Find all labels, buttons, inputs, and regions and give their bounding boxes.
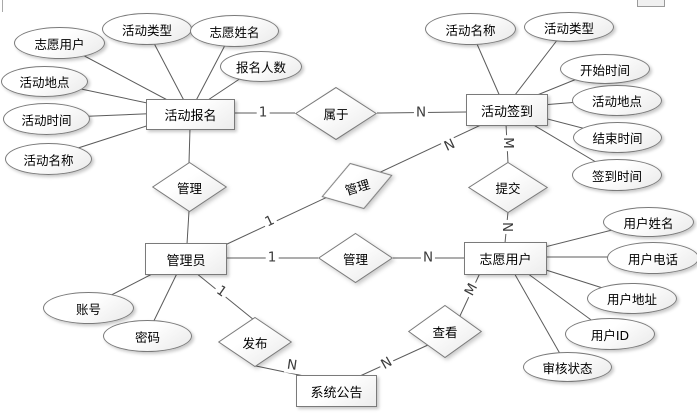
relationship-belong: 属于 (295, 87, 377, 140)
relationship-label: 发布 (242, 335, 268, 351)
relationship-label: 查看 (432, 325, 458, 340)
attribute-label: 用户姓名 (623, 215, 674, 231)
connector-line (255, 365, 305, 377)
diamond-shape (152, 162, 227, 212)
attribute-label: 志愿用户 (34, 36, 85, 52)
attribute-label: 用户电话 (627, 251, 678, 267)
cardinality-belong-checkin: N (413, 104, 429, 121)
attribute-chk-end-time: 结束时间 (573, 122, 662, 153)
attribute-chk-activity-name: 活动名称 (425, 13, 516, 45)
attribute-label: 活动类型 (121, 22, 172, 38)
attribute-label: 账号 (75, 301, 101, 317)
relationship-view: 查看 (408, 305, 482, 358)
attribute-chk-activity-type: 活动类型 (524, 12, 614, 42)
cardinality-submit-volunteer: N (498, 219, 515, 235)
entity-system-announcement: 系统公告 (296, 375, 377, 407)
clipped-shape-fragment (637, 0, 665, 7)
entity-volunteer-user: 志愿用户 (464, 242, 547, 275)
relationship-manage-diagonal: 管理 (315, 152, 400, 220)
relationship-label: 属于 (323, 107, 349, 122)
entity-label: 管理员 (166, 253, 206, 269)
attribute-vol-audit-status: 审核状态 (523, 352, 612, 382)
attribute-reg-activity-time: 活动时间 (3, 103, 90, 135)
attribute-reg-activity-type: 活动类型 (102, 13, 192, 45)
connector-line (359, 344, 429, 377)
relationship-label: 提交 (495, 181, 521, 196)
attribute-label: 审核状态 (542, 360, 593, 376)
relationship-manage-center: 管理 (318, 233, 393, 283)
relationship-label: 管理 (176, 180, 202, 196)
cardinality-manage-mid-volunteer: N (420, 249, 436, 266)
diamond-shape (408, 305, 482, 358)
diamond-shape (468, 162, 548, 213)
entity-activity-checkin: 活动签到 (466, 94, 548, 126)
attribute-label: 开始时间 (579, 62, 630, 78)
diamond-shape (315, 152, 400, 220)
attribute-label: 密码 (134, 329, 160, 345)
cardinality-checkin-submit: M (499, 135, 516, 151)
cardinality-admin-manage-mid: 1 (265, 249, 279, 266)
attribute-label: 活动名称 (23, 152, 74, 168)
relationship-manage-left: 管理 (152, 162, 227, 212)
attribute-label: 用户ID (590, 327, 630, 343)
attribute-label: 结束时间 (592, 131, 643, 146)
attribute-label: 活动地点 (19, 75, 70, 90)
attribute-label: 活动地点 (591, 94, 642, 109)
attribute-admin-password: 密码 (103, 320, 192, 352)
cardinality-reg-belong: 1 (256, 104, 270, 121)
entity-label: 活动报名 (164, 109, 217, 124)
attribute-chk-checkin-time: 签到时间 (572, 159, 662, 191)
attribute-reg-activity-place: 活动地点 (1, 66, 88, 97)
attribute-chk-start-time: 开始时间 (560, 54, 650, 84)
attribute-label: 报名人数 (235, 60, 286, 75)
relationship-publish: 发布 (218, 317, 292, 367)
entity-label: 活动签到 (480, 104, 533, 120)
relationship-submit: 提交 (468, 162, 548, 213)
attribute-label: 签到时间 (591, 168, 642, 184)
attribute-label: 活动名称 (445, 22, 496, 38)
attribute-vol-user-phone: 用户电话 (607, 242, 697, 274)
attribute-reg-volunteer-user: 志愿用户 (14, 27, 105, 59)
entity-label: 志愿用户 (479, 253, 532, 268)
attribute-chk-activity-place: 活动地点 (572, 85, 662, 116)
attribute-reg-volunteer-name: 志愿姓名 (190, 15, 279, 47)
attribute-vol-user-address: 用户地址 (587, 283, 677, 314)
attribute-reg-signup-count: 报名人数 (220, 51, 302, 82)
entity-label: 系统公告 (310, 385, 363, 401)
attribute-admin-account: 账号 (43, 292, 134, 324)
edge-artifact (2, 0, 3, 12)
attribute-vol-user-name: 用户姓名 (603, 207, 694, 237)
diamond-shape (318, 233, 393, 283)
connector-line (188, 127, 191, 164)
diamond-shape (295, 87, 377, 140)
attribute-reg-activity-name: 活动名称 (5, 143, 92, 175)
attribute-label: 活动类型 (543, 20, 594, 36)
attribute-label: 志愿姓名 (209, 24, 260, 40)
attribute-label: 用户地址 (606, 292, 657, 307)
entity-activity-registration: 活动报名 (146, 99, 235, 130)
relationship-label: 管理 (342, 251, 368, 267)
attribute-vol-user-id: 用户ID (565, 318, 655, 350)
entity-administrator: 管理员 (145, 243, 227, 275)
cardinality-publish-announcement: N (284, 356, 300, 374)
diamond-shape (218, 317, 292, 367)
attribute-label: 活动时间 (21, 112, 72, 128)
connector-line (504, 256, 568, 367)
connector-line (186, 210, 190, 245)
